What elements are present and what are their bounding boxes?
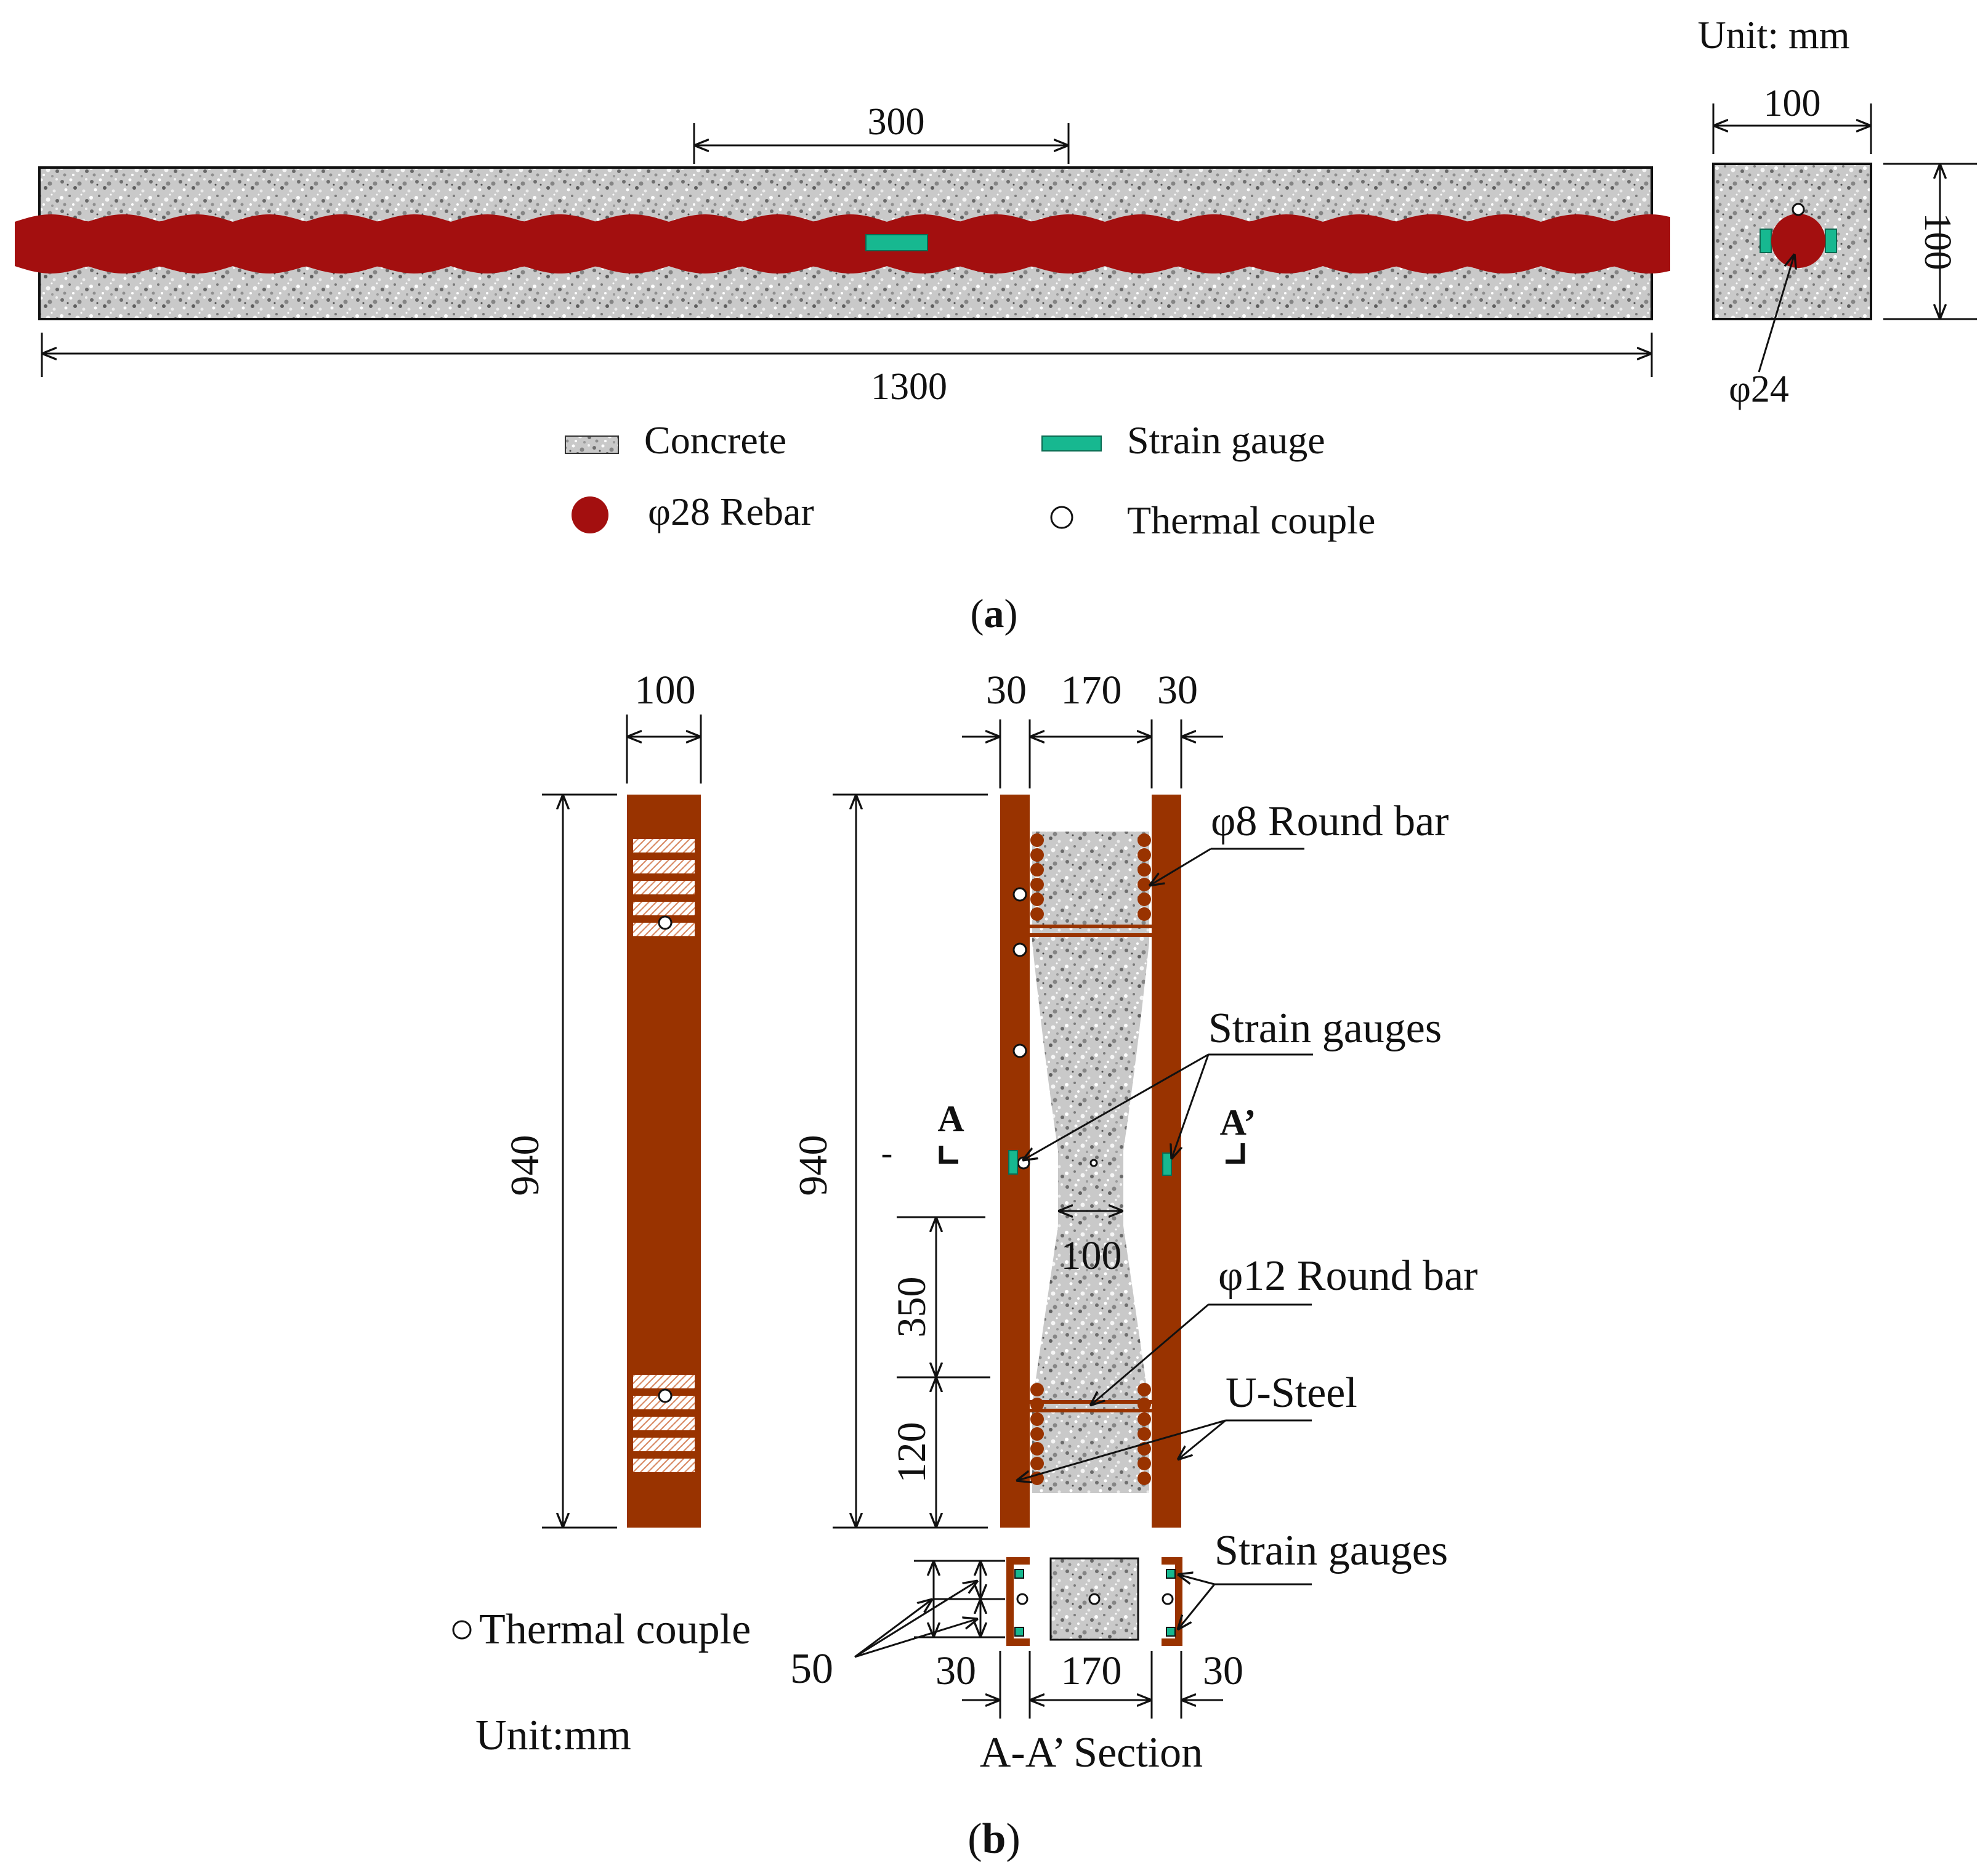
section-cut-right <box>1226 1143 1245 1164</box>
aa-thermocouples <box>1016 1593 1174 1605</box>
section-mark-right: A’ <box>1220 1102 1256 1143</box>
label-u-steel: U-Steel <box>1226 1369 1357 1417</box>
legend-b-thermal: Thermal couple <box>479 1606 751 1653</box>
leader-aa-gauge-bottom <box>1178 1584 1216 1630</box>
side-view-hatch-bottom <box>633 1375 695 1472</box>
legend-thermal-swatch <box>1050 506 1073 529</box>
rebar-dia-leader <box>1758 254 1795 373</box>
section-gauge-right <box>1825 229 1837 253</box>
legend-rebar: φ28 Rebar <box>648 490 814 533</box>
aa-center-thermocouple <box>1088 1593 1101 1605</box>
front-top-dims <box>962 719 1223 788</box>
aa-dim-30-right: 30 <box>1203 1648 1243 1693</box>
section-cut-left <box>939 1146 958 1164</box>
front-height: 940 <box>791 1135 836 1196</box>
section-width: 100 <box>1764 83 1821 124</box>
rebar-28 <box>15 214 1670 273</box>
legend-strain-gauge: Strain gauge <box>1127 418 1325 462</box>
panel-b-unit: Unit:mm <box>475 1712 631 1759</box>
label-round-bar-12: φ12 Round bar <box>1218 1252 1477 1300</box>
caption-b: (b) <box>968 1815 1020 1863</box>
aa-vertical-dims <box>854 1560 1005 1658</box>
section-rebar <box>1771 214 1825 268</box>
section-thermocouple <box>1792 203 1805 216</box>
aa-dim-30-left: 30 <box>935 1648 976 1693</box>
section-gauge-left <box>1760 229 1772 253</box>
aa-section-title: A-A’ Section <box>980 1729 1203 1776</box>
neck-width: 100 <box>1061 1233 1122 1278</box>
aa-bottom-dims <box>962 1651 1223 1719</box>
beam-strain-gauge <box>865 234 928 251</box>
legend-strain-gauge-swatch <box>1041 435 1102 452</box>
dim-170: 170 <box>1061 668 1122 713</box>
label-strain-gauges: Strain gauges <box>1208 1005 1442 1052</box>
caption-a: (a) <box>971 591 1018 636</box>
aa-u-steel-right <box>1162 1557 1182 1646</box>
legend-concrete: Concrete <box>644 418 786 462</box>
leader-strain-gauge-right <box>1171 1054 1210 1159</box>
leader-round-bar-12 <box>1090 1303 1209 1406</box>
side-view-hatch-top <box>633 839 695 936</box>
leader-aa-gauge-top <box>1178 1574 1215 1585</box>
front-gauge-left <box>1008 1150 1018 1175</box>
aa-gauges <box>1014 1569 1176 1637</box>
legend-rebar-swatch <box>572 496 608 533</box>
label-strain-gauges-section: Strain gauges <box>1214 1527 1448 1574</box>
dim-300: 300 <box>868 101 925 143</box>
section-mark-left: A <box>937 1098 964 1139</box>
aa-dim-50: 50 <box>790 1645 833 1693</box>
aa-u-steel-left <box>1006 1557 1030 1646</box>
rebar-dia: φ24 <box>1729 368 1789 410</box>
dim-30-left: 30 <box>986 668 1027 713</box>
dim-120: 120 <box>889 1422 934 1483</box>
panel-a-unit: Unit: mm <box>1697 13 1849 57</box>
dim-30-right: 30 <box>1157 668 1198 713</box>
dim-350: 350 <box>889 1277 934 1338</box>
panel-a: Unit: mm 300 1300 100 100 φ24 Concre <box>15 13 1977 636</box>
leader-round-bar-8 <box>1149 848 1211 886</box>
leader-u-steel-left <box>1016 1419 1226 1481</box>
section-dash: - <box>881 1134 893 1172</box>
legend-b-thermal-swatch <box>452 1620 472 1640</box>
side-height: 940 <box>503 1135 548 1196</box>
leader-strain-gauge-left <box>1022 1053 1209 1160</box>
front-gauge-right <box>1162 1152 1172 1176</box>
panel-b: 100 940 <box>452 668 1477 1863</box>
side-width: 100 <box>635 668 696 713</box>
dim-1300: 1300 <box>871 366 947 408</box>
aa-dim-170: 170 <box>1061 1648 1122 1693</box>
label-round-bar-8: φ8 Round bar <box>1211 798 1449 845</box>
legend-thermal: Thermal couple <box>1127 498 1375 542</box>
leader-u-steel-right <box>1178 1419 1226 1460</box>
section-height: 100 <box>1917 213 1958 270</box>
legend-concrete-swatch <box>565 435 619 454</box>
